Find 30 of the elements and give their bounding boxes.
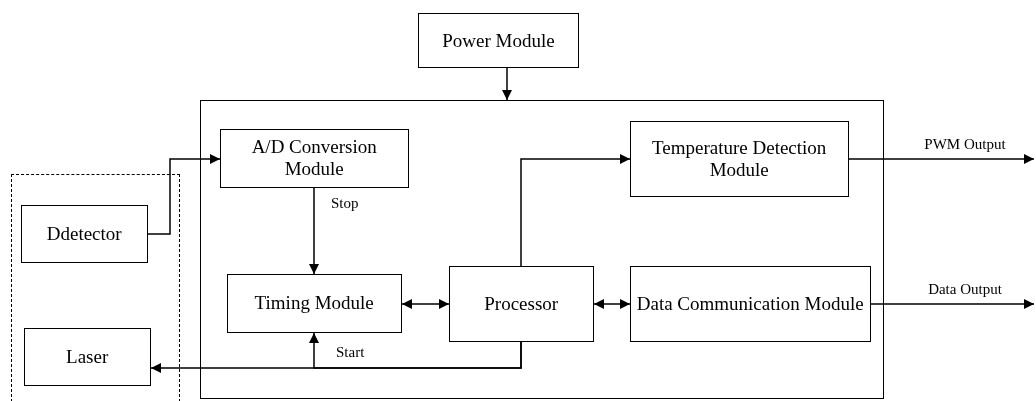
- arrow: [593, 299, 631, 309]
- system-frame: [200, 100, 884, 399]
- module-label: Processor: [484, 292, 559, 315]
- module-label: A/D Conversion Module: [250, 136, 378, 181]
- edge-label: PWM Output: [923, 136, 1007, 153]
- arrow: [870, 299, 1035, 309]
- arrow: [309, 187, 319, 275]
- module-box: [219, 128, 409, 188]
- module-label: Temperature Detection Module: [651, 136, 828, 181]
- arrow: [401, 299, 450, 309]
- module-box: [418, 13, 579, 68]
- module-label: Ddetector: [46, 222, 122, 245]
- module-box: [23, 327, 151, 386]
- arrow: [502, 67, 512, 101]
- module-label: Laser: [66, 345, 109, 368]
- module-label: Data Communication Module: [636, 292, 864, 315]
- edge-label: Data Output: [927, 281, 1003, 298]
- module-box: [448, 265, 594, 342]
- module-label: Power Module: [442, 29, 555, 52]
- arrow: [848, 154, 1035, 164]
- dashed-group-frame: [11, 174, 180, 401]
- arrow: [520, 154, 631, 267]
- module-label: Timing Module: [254, 292, 374, 315]
- module-box: [226, 273, 402, 333]
- module-box: [20, 204, 148, 263]
- module-box: [629, 120, 849, 197]
- arrow: [147, 154, 221, 235]
- edge-label: Stop: [330, 195, 360, 212]
- module-box: [629, 265, 871, 342]
- arrow: [309, 332, 522, 369]
